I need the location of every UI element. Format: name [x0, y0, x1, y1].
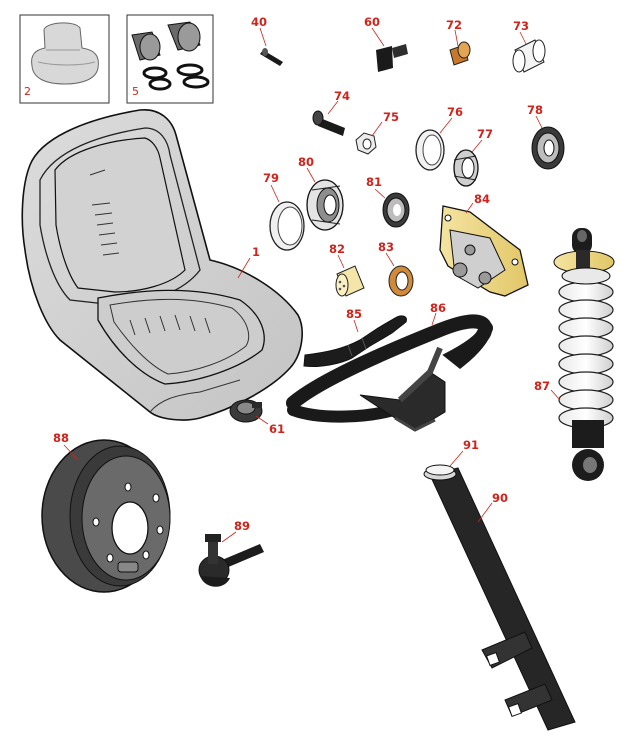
brake-drum — [41, 439, 171, 593]
bushing-84 — [335, 265, 365, 297]
steering-wheel — [286, 314, 493, 432]
callout-84: 82 — [329, 242, 345, 256]
callout-80: 80 — [298, 155, 314, 169]
bearing-81 — [382, 192, 410, 228]
seat-cover-label: 2 — [24, 85, 31, 98]
seal-ring — [269, 201, 305, 251]
callout-74: 74 — [334, 89, 350, 103]
bolt-small — [260, 48, 283, 66]
callout-76: 76 — [447, 105, 463, 119]
race — [415, 129, 445, 171]
callout-75: 75 — [383, 110, 399, 124]
callout-78: 78 — [527, 103, 543, 117]
seat-switch — [229, 399, 263, 423]
shock-absorber — [553, 228, 615, 481]
bushing-kit-label: 5 — [132, 85, 139, 98]
callout-72: 72 — [446, 18, 462, 32]
callout-85: 83 — [378, 240, 394, 254]
tie-rod-end — [198, 534, 264, 587]
seat — [21, 109, 303, 421]
ball-bearing — [531, 126, 565, 170]
callout-1: 1 — [252, 245, 260, 259]
callout-86: 84 — [474, 192, 490, 206]
sleeve-bearing — [512, 39, 546, 73]
sensor — [376, 44, 408, 72]
callout-90: 90 — [492, 491, 508, 505]
tapered-bearing — [306, 179, 344, 231]
steering-column — [429, 467, 576, 731]
callout-60: 60 — [364, 15, 380, 29]
callout-88: 88 — [53, 431, 69, 445]
callout-87: 87 — [534, 379, 550, 393]
callout-89: 89 — [234, 519, 250, 533]
callout-91: 91 — [463, 438, 479, 452]
bushing-kit-inset: 5 — [126, 14, 214, 104]
roller-bearing-small — [453, 149, 479, 187]
washer — [388, 265, 414, 297]
callout-82: 86 — [430, 301, 446, 315]
callout-77: 77 — [477, 127, 493, 141]
seat-cover-inset: 2 — [19, 14, 110, 104]
callout-61: 61 — [269, 422, 285, 436]
column-ring — [423, 464, 457, 481]
caliper — [439, 205, 529, 297]
bushing-flanged — [449, 41, 471, 66]
nut — [355, 132, 377, 155]
callout-79: 79 — [263, 171, 279, 185]
wheel-cover — [303, 315, 407, 367]
bolt — [312, 110, 345, 136]
callout-40: 40 — [251, 15, 267, 29]
callout-83: 85 — [346, 307, 362, 321]
callout-81: 81 — [366, 175, 382, 189]
callout-73: 73 — [513, 19, 529, 33]
